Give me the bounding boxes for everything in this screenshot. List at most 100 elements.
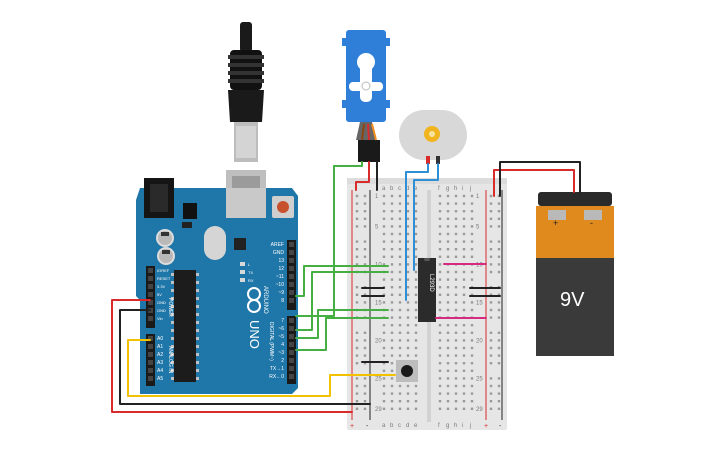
breadboard-hole[interactable] bbox=[414, 278, 418, 281]
breadboard-hole[interactable] bbox=[454, 293, 458, 296]
breadboard-hole[interactable] bbox=[470, 278, 474, 281]
rail-hole[interactable] bbox=[355, 255, 359, 258]
breadboard-hole[interactable] bbox=[414, 392, 418, 395]
breadboard-hole[interactable] bbox=[398, 301, 402, 304]
breadboard-hole[interactable] bbox=[462, 308, 466, 312]
rail-hole[interactable] bbox=[489, 384, 493, 388]
breadboard-hole[interactable] bbox=[438, 324, 442, 327]
breadboard-hole[interactable] bbox=[414, 232, 418, 236]
breadboard-hole[interactable] bbox=[470, 232, 474, 236]
rail-hole[interactable] bbox=[497, 255, 501, 258]
power-pin[interactable] bbox=[148, 292, 153, 297]
rail-hole[interactable] bbox=[355, 263, 359, 266]
breadboard-hole[interactable] bbox=[470, 324, 474, 327]
breadboard-hole[interactable] bbox=[446, 293, 450, 296]
breadboard-hole[interactable] bbox=[454, 400, 458, 403]
breadboard-hole[interactable] bbox=[438, 301, 442, 304]
rail-hole[interactable] bbox=[363, 331, 367, 334]
power-pin[interactable] bbox=[148, 316, 153, 321]
breadboard-hole[interactable] bbox=[398, 232, 402, 236]
breadboard-hole[interactable] bbox=[406, 400, 410, 403]
breadboard-hole[interactable] bbox=[382, 278, 386, 281]
breadboard-hole[interactable] bbox=[398, 384, 402, 388]
breadboard-hole[interactable] bbox=[446, 286, 450, 289]
rail-hole[interactable] bbox=[355, 377, 359, 380]
breadboard-hole[interactable] bbox=[406, 217, 410, 220]
breadboard-hole[interactable] bbox=[454, 301, 458, 304]
digital-pin[interactable] bbox=[289, 266, 294, 271]
breadboard-hole[interactable] bbox=[382, 232, 386, 236]
breadboard-hole[interactable] bbox=[390, 346, 394, 350]
breadboard-hole[interactable] bbox=[462, 384, 466, 388]
breadboard-hole[interactable] bbox=[446, 369, 450, 372]
breadboard-hole[interactable] bbox=[398, 392, 402, 395]
breadboard-hole[interactable] bbox=[398, 407, 402, 410]
breadboard-hole[interactable] bbox=[438, 384, 442, 388]
breadboard-hole[interactable] bbox=[438, 354, 442, 357]
breadboard-hole[interactable] bbox=[390, 263, 394, 266]
breadboard-hole[interactable] bbox=[454, 225, 458, 228]
breadboard-hole[interactable] bbox=[398, 255, 402, 258]
rail-hole[interactable] bbox=[355, 331, 359, 334]
breadboard-hole[interactable] bbox=[462, 286, 466, 289]
breadboard-hole[interactable] bbox=[446, 339, 450, 342]
breadboard-hole[interactable] bbox=[470, 308, 474, 312]
breadboard-hole[interactable] bbox=[390, 407, 394, 410]
breadboard-hole[interactable] bbox=[414, 270, 418, 274]
breadboard-hole[interactable] bbox=[398, 210, 402, 213]
breadboard-hole[interactable] bbox=[454, 331, 458, 334]
breadboard-hole[interactable] bbox=[406, 308, 410, 312]
breadboard-hole[interactable] bbox=[454, 270, 458, 274]
breadboard-hole[interactable] bbox=[406, 194, 410, 198]
rail-hole[interactable] bbox=[355, 248, 359, 251]
rail-hole[interactable] bbox=[497, 301, 501, 304]
breadboard-hole[interactable] bbox=[414, 286, 418, 289]
rail-hole[interactable] bbox=[489, 263, 493, 266]
breadboard-hole[interactable] bbox=[398, 202, 402, 205]
breadboard-hole[interactable] bbox=[406, 210, 410, 213]
breadboard-hole[interactable] bbox=[446, 255, 450, 258]
breadboard-hole[interactable] bbox=[390, 194, 394, 198]
breadboard-hole[interactable] bbox=[446, 331, 450, 334]
breadboard-hole[interactable] bbox=[470, 339, 474, 342]
breadboard-hole[interactable] bbox=[414, 354, 418, 357]
rail-hole[interactable] bbox=[489, 400, 493, 403]
rail-hole[interactable] bbox=[489, 407, 493, 410]
breadboard-hole[interactable] bbox=[438, 202, 442, 205]
rail-hole[interactable] bbox=[355, 384, 359, 388]
breadboard-hole[interactable] bbox=[414, 217, 418, 220]
power-pin[interactable] bbox=[148, 300, 153, 305]
breadboard-hole[interactable] bbox=[398, 248, 402, 251]
breadboard-hole[interactable] bbox=[390, 400, 394, 403]
rail-hole[interactable] bbox=[489, 392, 493, 395]
breadboard-hole[interactable] bbox=[406, 301, 410, 304]
digital-pin[interactable] bbox=[289, 318, 294, 323]
breadboard-hole[interactable] bbox=[382, 369, 386, 372]
rail-hole[interactable] bbox=[355, 217, 359, 220]
rail-hole[interactable] bbox=[489, 293, 493, 296]
rail-hole[interactable] bbox=[363, 384, 367, 388]
breadboard-hole[interactable] bbox=[438, 263, 442, 266]
breadboard-hole[interactable] bbox=[414, 293, 418, 296]
rail-hole[interactable] bbox=[355, 194, 359, 198]
breadboard-hole[interactable] bbox=[406, 407, 410, 410]
breadboard-hole[interactable] bbox=[454, 240, 458, 243]
rail-hole[interactable] bbox=[497, 248, 501, 251]
breadboard-hole[interactable] bbox=[462, 407, 466, 410]
breadboard-hole[interactable] bbox=[438, 240, 442, 243]
rail-hole[interactable] bbox=[363, 346, 367, 350]
breadboard-hole[interactable] bbox=[390, 248, 394, 251]
rail-hole[interactable] bbox=[363, 225, 367, 228]
breadboard-hole[interactable] bbox=[382, 225, 386, 228]
breadboard-hole[interactable] bbox=[382, 354, 386, 357]
breadboard-hole[interactable] bbox=[454, 210, 458, 213]
digital-pin[interactable] bbox=[289, 326, 294, 331]
breadboard-hole[interactable] bbox=[438, 339, 442, 342]
breadboard-hole[interactable] bbox=[462, 346, 466, 350]
breadboard-hole[interactable] bbox=[462, 248, 466, 251]
rail-hole[interactable] bbox=[363, 293, 367, 296]
breadboard-hole[interactable] bbox=[414, 400, 418, 403]
breadboard-hole[interactable] bbox=[406, 202, 410, 205]
breadboard-hole[interactable] bbox=[454, 392, 458, 395]
breadboard-hole[interactable] bbox=[462, 301, 466, 304]
